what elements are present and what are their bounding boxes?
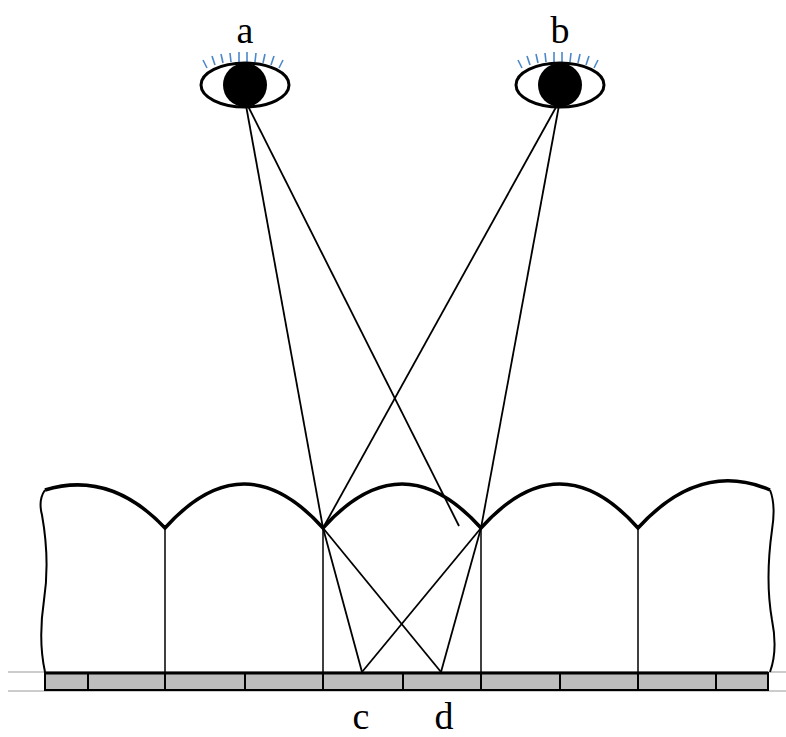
- lens-array: [41, 481, 775, 672]
- substrate: [8, 672, 786, 691]
- eye-b: [516, 52, 604, 107]
- pixel-label: d: [435, 697, 454, 735]
- eye-label: b: [551, 11, 570, 49]
- pixel-label: c: [353, 697, 370, 735]
- eye-label: a: [237, 11, 254, 49]
- eye-a: [201, 52, 289, 107]
- light-rays: [245, 100, 560, 672]
